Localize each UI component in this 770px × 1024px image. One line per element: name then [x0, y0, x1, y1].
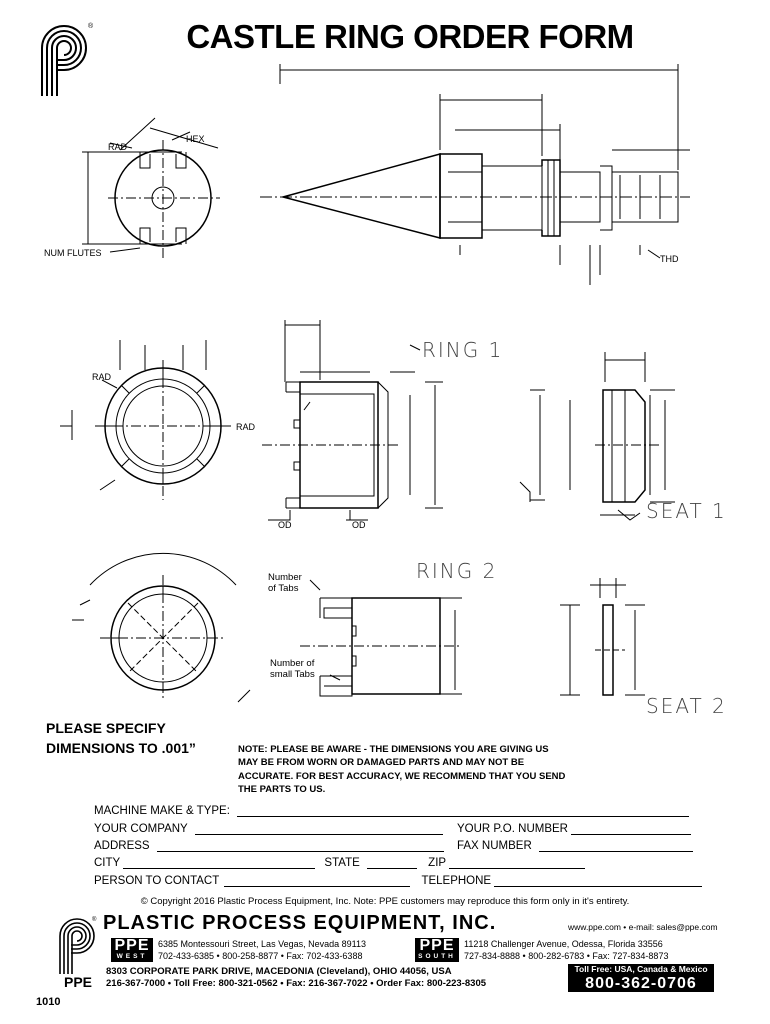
web-contact: www.ppe.com • e-mail: sales@ppe.com	[568, 922, 718, 932]
accuracy-note: NOTE: PLEASE BE AWARE - THE DIMENSIONS Y…	[238, 744, 566, 795]
west-badge-title: PPE	[114, 937, 150, 954]
south-badge-sub: SOUTH	[418, 953, 456, 960]
row-city: CITY STATE ZIP	[94, 856, 586, 869]
row-po: YOUR P.O. NUMBER	[457, 822, 692, 835]
row-address: ADDRESS	[94, 839, 444, 852]
label-ring-2: RING 2	[416, 559, 497, 583]
machine-field[interactable]	[237, 804, 690, 817]
contact-label: PERSON TO CONTACT	[94, 875, 220, 887]
machine-label: MACHINE MAKE & TYPE:	[94, 805, 230, 817]
svg-text:®: ®	[88, 22, 94, 30]
row-company: YOUR COMPANY	[94, 822, 443, 835]
label-hex: HEX	[186, 134, 205, 144]
form-number: 1010	[36, 996, 61, 1008]
svg-text:®: ®	[92, 916, 97, 923]
copyright-notice: © Copyright 2016 Plastic Process Equipme…	[140, 896, 630, 907]
telephone-label: TELEPHONE	[421, 875, 492, 887]
zip-label: ZIP	[428, 857, 446, 869]
company-label: YOUR COMPANY	[94, 823, 188, 835]
city-label: CITY	[94, 857, 120, 869]
row-machine: MACHINE MAKE & TYPE:	[94, 804, 690, 817]
label-od-1: OD	[278, 520, 292, 530]
ppe-west-badge: PPE WEST	[111, 938, 153, 962]
south-line-1: 11218 Challenger Avenue, Odessa, Florida…	[464, 939, 663, 949]
fax-field[interactable]	[538, 839, 693, 852]
label-od-2: OD	[352, 520, 366, 530]
hq-line-2: 216-367-7000 • Toll Free: 800-321-0562 •…	[106, 978, 487, 989]
label-rad-top: RAD	[108, 142, 128, 152]
toll-free-label: Toll Free: USA, Canada & Mexico	[574, 964, 708, 974]
contact-field[interactable]	[224, 874, 411, 887]
city-field[interactable]	[123, 856, 316, 869]
state-label: STATE	[324, 857, 360, 869]
hq-line-1: 8303 CORPORATE PARK DRIVE, MACEDONIA (Cl…	[106, 966, 452, 977]
west-badge-sub: WEST	[116, 953, 148, 960]
label-thd: THD	[660, 254, 679, 264]
label-rad-left: RAD	[92, 372, 112, 382]
company-name: PLASTIC PROCESS EQUIPMENT, INC.	[103, 912, 497, 934]
label-rad-center: RAD	[236, 422, 256, 432]
address-field[interactable]	[156, 839, 444, 852]
po-label: YOUR P.O. NUMBER	[457, 823, 568, 835]
specify-line-2: DIMENSIONS TO .001”	[46, 740, 196, 756]
south-line-2: 727-834-8888 • 800-282-6783 • Fax: 727-8…	[464, 951, 669, 961]
address-label: ADDRESS	[94, 840, 150, 852]
ppe-logo: ®	[41, 22, 94, 96]
south-address: 11218 Challenger Avenue, Odessa, Florida…	[464, 938, 668, 962]
label-num-flutes: NUM FLUTES	[44, 248, 102, 258]
west-address: 6385 Montessouri Street, Las Vegas, Neva…	[158, 938, 366, 962]
toll-free-number[interactable]: 800-362-0706	[585, 975, 697, 992]
row-fax: FAX NUMBER	[457, 839, 693, 852]
zip-field[interactable]	[449, 856, 586, 869]
label-num-tabs: Number of Tabs	[268, 572, 302, 594]
page-title: CASTLE RING ORDER FORM	[186, 18, 634, 55]
telephone-field[interactable]	[494, 874, 703, 887]
west-line-2: 702-433-6385 • 800-258-8877 • Fax: 702-4…	[158, 951, 363, 961]
specify-line-1: PLEASE SPECIFY	[46, 720, 166, 736]
west-line-1: 6385 Montessouri Street, Las Vegas, Neva…	[158, 939, 366, 949]
company-field[interactable]	[194, 822, 443, 835]
label-seat-2: SEAT 2	[646, 694, 727, 718]
hq-address: 8303 CORPORATE PARK DRIVE, MACEDONIA (Cl…	[106, 966, 486, 990]
po-field[interactable]	[571, 822, 692, 835]
technical-drawing: RAD HEX NUM FLUTES THD RAD RAD OD OD RIN…	[44, 64, 727, 718]
fax-label: FAX NUMBER	[457, 840, 532, 852]
state-field[interactable]	[366, 856, 417, 869]
ppe-small-label: PPE	[64, 974, 93, 990]
specify-dimensions: PLEASE SPECIFY DIMENSIONS TO .001”	[46, 718, 196, 758]
label-ring-1: RING 1	[422, 338, 503, 362]
label-seat-1: SEAT 1	[646, 499, 727, 523]
ppe-south-badge: PPE SOUTH	[415, 938, 459, 962]
toll-free-box: Toll Free: USA, Canada & Mexico 800-362-…	[568, 964, 714, 992]
south-badge-title: PPE	[419, 937, 455, 954]
ppe-footer-logo: ®	[59, 916, 97, 974]
row-contact: PERSON TO CONTACT TELEPHONE	[94, 874, 703, 887]
label-num-small-tabs: Number of small Tabs	[270, 658, 315, 680]
